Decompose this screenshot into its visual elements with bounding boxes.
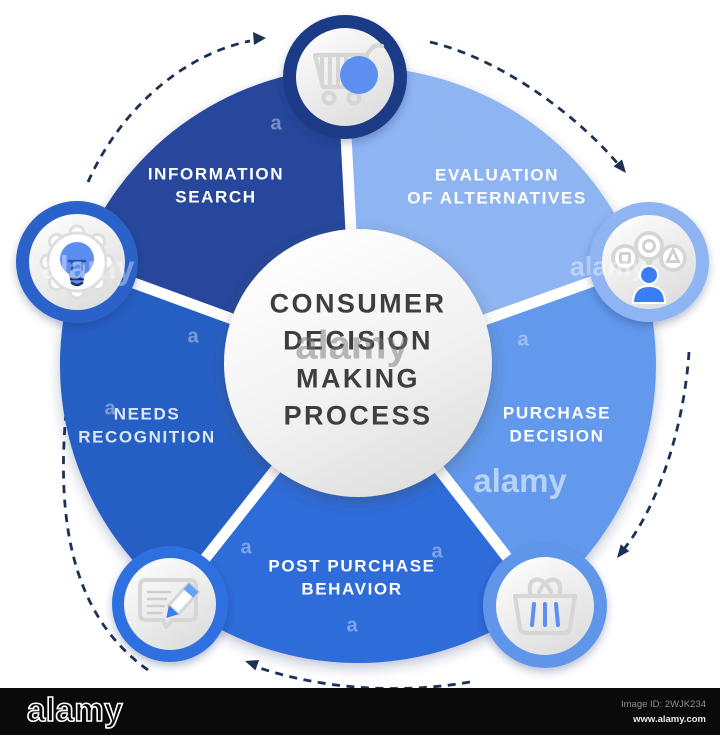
alamy-url-text: www.alamy.com	[633, 713, 706, 725]
flow-arrow-needs-to-information	[62, 344, 149, 672]
image-id-text: Image ID: 2WJK234	[620, 699, 706, 710]
process-cycle-diagram	[16, 15, 709, 690]
shopping-basket-icon	[483, 544, 607, 668]
feedback-note-pencil-icon	[112, 546, 228, 662]
shopping-cart-icon	[283, 15, 407, 139]
flow-arrow-post-to-needs	[253, 664, 471, 690]
center-circle	[224, 229, 492, 497]
flow-arrow-purchase-to-post	[622, 351, 691, 550]
alamy-logo: alamy	[26, 690, 124, 729]
lightbulb-gear-icon	[16, 201, 138, 323]
alamy-footer-bar: alamy Image ID: 2WJK234 www.alamy.com	[0, 688, 720, 735]
flow-arrow-information-to-evaluation	[86, 39, 251, 183]
flow-arrows	[62, 39, 691, 690]
choice-person-icon	[589, 202, 709, 322]
segment-post-purchase-behavior	[173, 365, 541, 664]
